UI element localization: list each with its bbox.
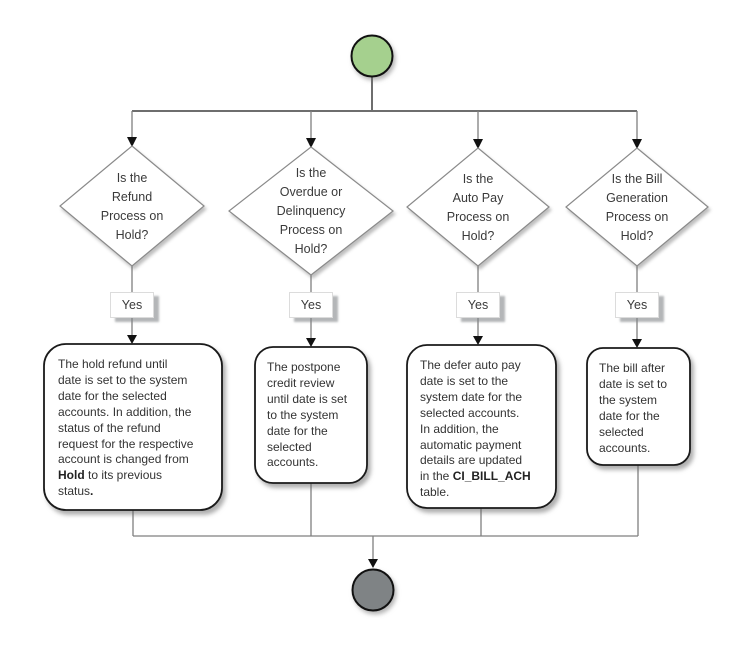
decision-diamond-overdue [228,146,394,276]
decision-label-billgen: Is the Bill Generation Process on Hold? [605,172,669,243]
decision-diamond-refund [59,145,205,267]
branch3-box-arrowhead [473,336,483,345]
branch4-arrowhead [632,139,642,149]
yes-label-refund: Yes [110,292,154,318]
process-box-overdue [254,346,368,484]
process-box-autopay [406,344,557,509]
process-box-billgen [586,347,691,466]
process-text-overdue: The postpone credit review until date is… [267,360,348,470]
start-node-circle [350,34,394,78]
branch1-box-arrowhead [127,335,137,344]
branch4-box-arrowhead [632,339,642,348]
decision-diamond-autopay [406,147,550,267]
decision-label-autopay: Is the Auto Pay Process on Hold? [446,172,510,243]
process-box-refund [43,343,223,511]
branch1-arrowhead [127,137,137,147]
end-arrowhead [368,559,378,568]
process-text-autopay: The defer auto pay date is set to the sy… [420,358,531,500]
end-node-circle [351,568,395,612]
decision-label-overdue: Is the Overdue or Delinquency Process on… [276,166,346,256]
yes-label-text: Yes [467,298,489,312]
decision-label-refund: Is the Refund Process on Hold? [100,171,164,242]
yes-label-text: Yes [626,298,648,312]
yes-label-autopay: Yes [456,292,500,318]
decision-diamond-billgen [565,147,709,267]
yes-label-text: Yes [300,298,322,312]
process-text-refund: The hold refund until date is set to the… [58,357,194,499]
yes-label-text: Yes [121,298,143,312]
branch3-arrowhead [473,139,483,149]
branch2-box-arrowhead [306,338,316,347]
process-text-billgen: The bill after date is set to the system… [599,361,668,455]
yes-label-billgen: Yes [615,292,659,318]
branch2-arrowhead [306,138,316,148]
yes-label-overdue: Yes [289,292,333,318]
